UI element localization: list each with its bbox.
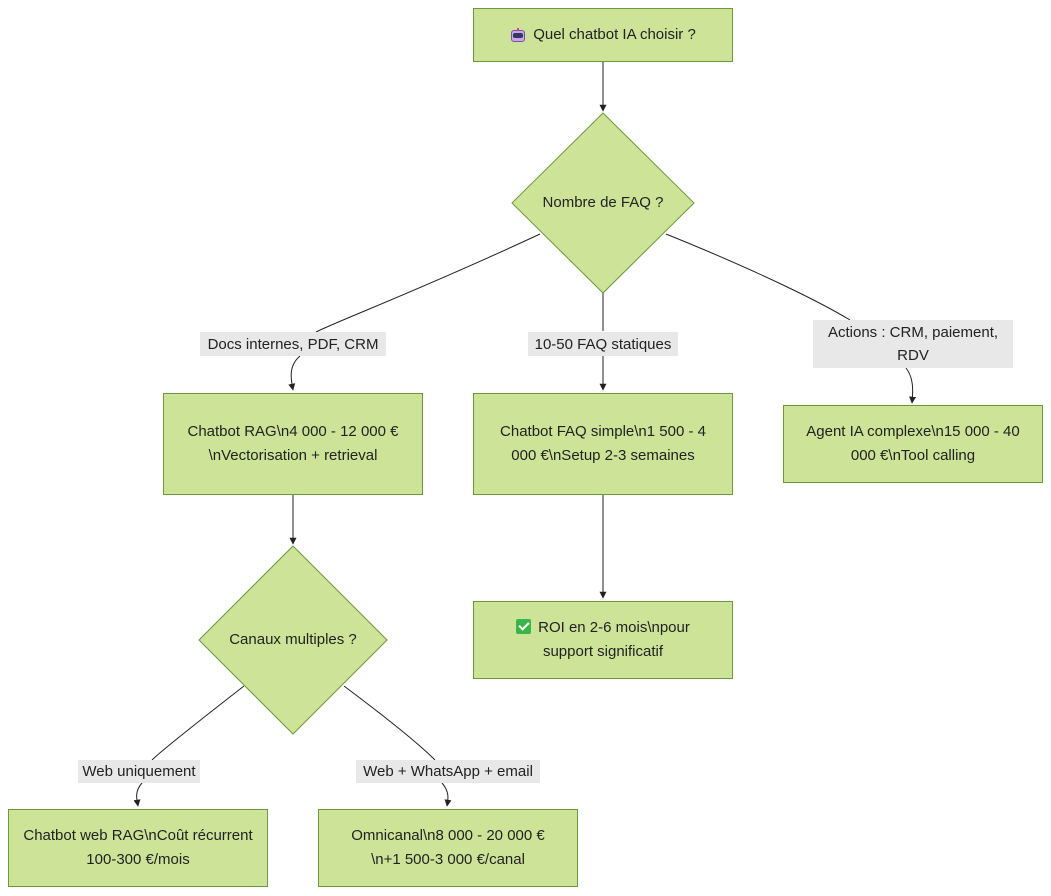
edge-label-actions: Actions : CRM, paiement, RDV bbox=[813, 320, 1013, 368]
edge-label-faq-static: 10-50 FAQ statiques bbox=[528, 332, 678, 356]
rag-node-label: Chatbot RAG\n4 000 - 12 000 €\nVectorisa… bbox=[187, 423, 399, 464]
edge-label-multi: Web + WhatsApp + email bbox=[356, 760, 540, 783]
rag-node[interactable]: Chatbot RAG\n4 000 - 12 000 €\nVectorisa… bbox=[163, 393, 423, 495]
edge-multi-label-to-node bbox=[441, 782, 452, 807]
omnicanal-node-label: Omnicanal\n8 000 - 20 000 €\n+1 500-3 00… bbox=[351, 827, 545, 868]
edge-faq-to-actions bbox=[665, 233, 851, 321]
roi-node-text: ROI en 2-6 mois\npour support significat… bbox=[538, 619, 690, 660]
edge-web-label-to-node bbox=[133, 782, 143, 807]
edge-label-web-only: Web uniquement bbox=[78, 760, 200, 783]
check-mark-icon bbox=[516, 619, 532, 634]
web-rag-node[interactable]: Chatbot web RAG\nCoût récurrent 100-300 … bbox=[8, 809, 268, 887]
edge-canaux-to-web bbox=[151, 685, 245, 761]
decision-canaux-label: Canaux multiples ? bbox=[229, 631, 357, 648]
start-node[interactable]: Quel chatbot IA choisir ? bbox=[473, 8, 733, 62]
agent-node[interactable]: Agent IA complexe\n15 000 - 40 000 €\nTo… bbox=[783, 405, 1043, 483]
omnicanal-node[interactable]: Omnicanal\n8 000 - 20 000 €\n+1 500-3 00… bbox=[318, 809, 578, 887]
faq-simple-node[interactable]: Chatbot FAQ simple\n1 500 - 4 000 €\nSet… bbox=[473, 393, 733, 495]
start-node-label: Quel chatbot IA choisir ? bbox=[533, 26, 696, 43]
roi-node[interactable]: ROI en 2-6 mois\npour support significat… bbox=[473, 601, 733, 679]
web-rag-node-label: Chatbot web RAG\nCoût récurrent 100-300 … bbox=[23, 827, 253, 868]
edge-canaux-to-multi bbox=[343, 685, 436, 761]
agent-node-label: Agent IA complexe\n15 000 - 40 000 €\nTo… bbox=[806, 423, 1020, 464]
faq-simple-node-label: Chatbot FAQ simple\n1 500 - 4 000 €\nSet… bbox=[500, 423, 706, 464]
robot-icon bbox=[510, 27, 526, 43]
edge-actions-to-agent bbox=[905, 367, 917, 404]
edge-faq-to-rag bbox=[315, 233, 541, 333]
decision-canaux-shape bbox=[198, 545, 388, 735]
decision-faq-label: Nombre de FAQ ? bbox=[542, 194, 664, 211]
roi-node-label: ROI en 2-6 mois\npour support significat… bbox=[493, 616, 713, 664]
edge-label-docs: Docs internes, PDF, CRM bbox=[200, 332, 386, 356]
edge-docs-to-rag bbox=[288, 355, 301, 391]
